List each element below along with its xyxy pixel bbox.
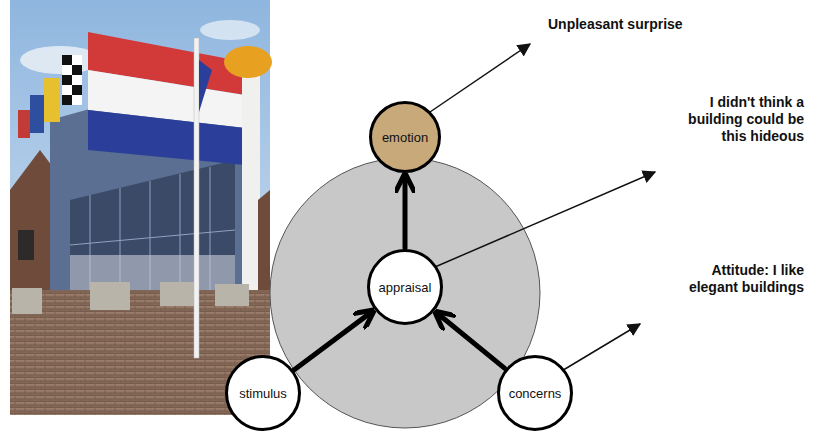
concerns-note: Attitude: I like elegant buildings (684, 262, 804, 296)
flow-arrow (294, 312, 371, 370)
node-label: stimulus (239, 386, 287, 401)
concerns-circle: concerns (497, 355, 573, 431)
node-label: concerns (509, 386, 562, 401)
flow-arrow (438, 314, 505, 369)
emotion-note: Unpleasant surprise (548, 16, 748, 33)
node-label: appraisal (379, 280, 432, 295)
emotion-circle: emotion (369, 101, 441, 173)
flow-arrow (403, 177, 408, 248)
appraisal-note: I didn't think a building could be this … (664, 94, 804, 144)
node-label: emotion (382, 130, 428, 145)
stimulus-circle: stimulus (225, 355, 301, 431)
appraisal-circle: appraisal (367, 249, 443, 325)
